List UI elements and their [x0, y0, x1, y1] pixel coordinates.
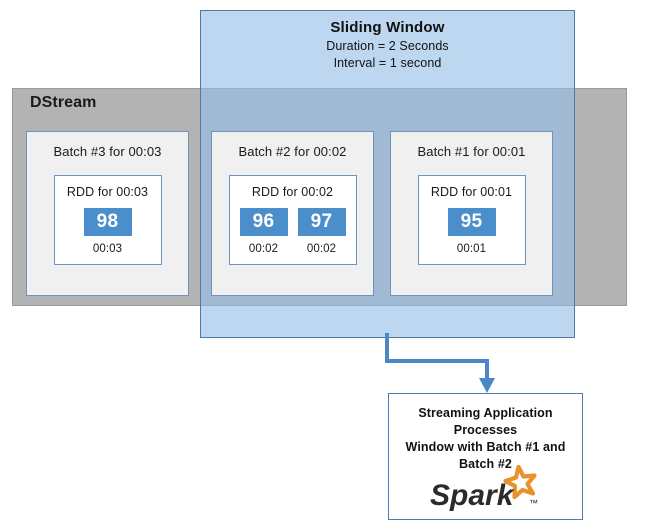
dstream-label: DStream [30, 94, 97, 111]
rdd-box: RDD for 00:03 98 00:03 [53, 175, 162, 265]
app-line-3: Window with Batch #1 and [405, 440, 566, 454]
rdd-value: 95 [447, 208, 496, 236]
spark-wordmark: Spark [430, 479, 515, 511]
sliding-window-caption: Sliding Window Duration = 2 Seconds Inte… [200, 10, 575, 70]
streaming-application-box: Streaming Application Processes Window w… [388, 393, 583, 520]
app-line-1: Streaming Application [418, 406, 553, 420]
down-arrow-icon [385, 333, 495, 393]
rdd-cell: 98 00:03 [83, 208, 132, 255]
rdd-title: RDD for 00:03 [66, 185, 149, 199]
batch-title: Batch #1 for 00:01 [417, 144, 526, 159]
rdd-cell-row: 95 00:01 [419, 208, 525, 255]
rdd-title: RDD for 00:02 [251, 185, 334, 199]
streaming-application-text: Streaming Application Processes Window w… [389, 405, 582, 473]
rdd-cell: 96 00:02 [239, 208, 288, 255]
rdd-box: RDD for 00:02 96 00:02 97 00:02 [228, 175, 357, 265]
rdd-value: 97 [297, 208, 346, 236]
spark-star-icon [502, 465, 537, 500]
app-line-4: Batch #2 [459, 457, 512, 471]
sliding-window-title: Sliding Window [330, 19, 445, 36]
rdd-value: 96 [239, 208, 288, 236]
rdd-cell: 95 00:01 [447, 208, 496, 255]
rdd-box: RDD for 00:01 95 00:01 [417, 175, 526, 265]
app-line-2: Processes [453, 423, 518, 437]
batch-box-2: Batch #2 for 00:02 RDD for 00:02 96 00:0… [211, 131, 374, 296]
batch-box-1: Batch #1 for 00:01 RDD for 00:01 95 00:0… [390, 131, 553, 296]
batch-box-3: Batch #3 for 00:03 RDD for 00:03 98 00:0… [26, 131, 189, 296]
rdd-value: 98 [83, 208, 132, 236]
batch-title: Batch #3 for 00:03 [53, 144, 162, 159]
sliding-window-interval: Interval = 1 second [333, 56, 442, 70]
rdd-timestamp: 00:02 [306, 243, 337, 255]
rdd-timestamp: 00:03 [92, 243, 123, 255]
rdd-timestamp: 00:01 [456, 243, 487, 255]
spark-logo: Spark ™ [430, 465, 538, 511]
rdd-timestamp: 00:02 [248, 243, 279, 255]
rdd-title: RDD for 00:01 [430, 185, 513, 199]
sliding-window-duration: Duration = 2 Seconds [326, 39, 449, 53]
rdd-cell-row: 96 00:02 97 00:02 [230, 208, 356, 255]
rdd-cell-row: 98 00:03 [55, 208, 161, 255]
rdd-cell: 97 00:02 [297, 208, 346, 255]
spark-trademark: ™ [529, 498, 538, 508]
batch-title: Batch #2 for 00:02 [238, 144, 347, 159]
